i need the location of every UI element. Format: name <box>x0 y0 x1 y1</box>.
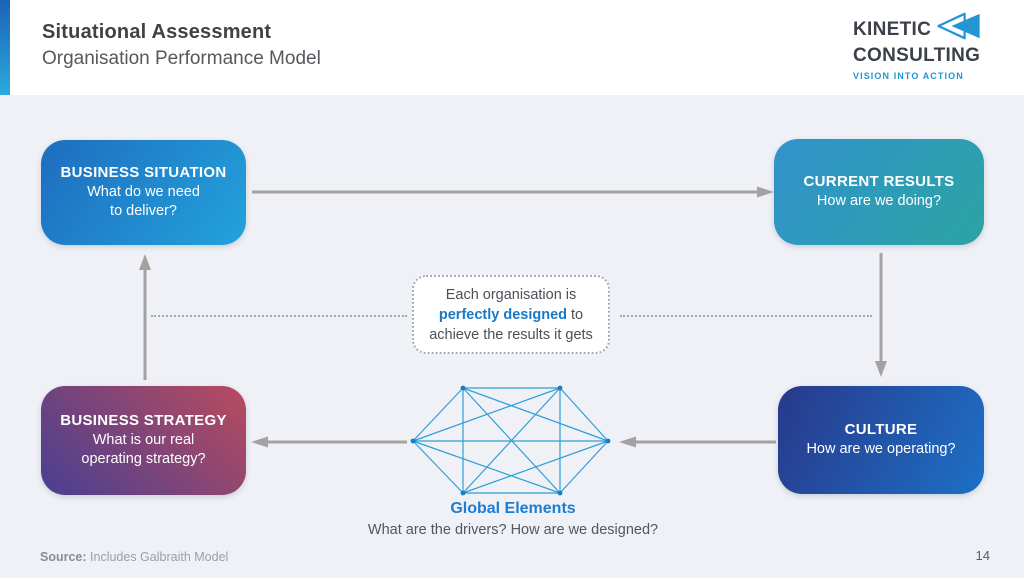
page-subtitle: Organisation Performance Model <box>42 48 321 69</box>
box-text-line: operating strategy? <box>81 451 206 467</box>
page-number: 14 <box>975 548 990 563</box>
page-title: Situational Assessment <box>42 21 272 43</box>
global-elements-network-diagram <box>410 385 611 496</box>
logo-name-line2: CONSULTING <box>853 45 981 66</box>
box-text-line: What is our real <box>92 432 195 448</box>
center-note: Each organisation is perfectly designed … <box>412 275 610 354</box>
source-label: Source: <box>40 550 87 564</box>
header: Situational Assessment Organisation Perf… <box>0 0 1024 95</box>
box-text-line: How are we operating? <box>806 441 956 457</box>
dotted-connector-right <box>620 315 872 317</box>
arrow-strategy-to-situation <box>139 254 151 380</box>
center-note-line1: Each organisation is <box>445 286 577 303</box>
box-text-line: How are we doing? <box>816 193 942 209</box>
box-current-results: CURRENT RESULTS How are we doing? <box>774 139 984 245</box>
box-text-line: What do we need <box>87 184 200 200</box>
arrow-results-to-culture <box>875 253 887 377</box>
source-note: Source: Includes Galbraith Model <box>40 550 228 564</box>
box-text-line: to deliver? <box>110 203 177 219</box>
logo-tagline: VISION INTO ACTION <box>853 71 964 81</box>
box-business-strategy: BUSINESS STRATEGY What is our real opera… <box>41 386 246 495</box>
box-culture: CULTURE How are we operating? <box>778 386 984 494</box>
logo-name-line1: KINETIC <box>853 18 932 40</box>
box-business-situation: BUSINESS SITUATION What do we need to de… <box>41 140 246 245</box>
box-title: BUSINESS STRATEGY <box>60 412 227 429</box>
header-accent-bar <box>0 0 10 95</box>
arrow-global-elements-to-strategy <box>251 436 407 448</box>
center-note-highlight: perfectly designed <box>438 306 567 323</box>
dotted-connector-left <box>151 315 407 317</box>
center-note-line3: achieve the results it gets <box>429 326 593 343</box>
global-elements-caption: What are the drivers? How are we designe… <box>367 522 659 538</box>
box-title: CURRENT RESULTS <box>803 173 955 190</box>
arrow-culture-to-global-elements <box>619 436 776 448</box>
global-elements-label: Global Elements <box>450 500 576 517</box>
center-note-after-highlight: to <box>567 306 584 323</box>
arrow-situation-to-results <box>252 186 774 198</box>
source-text: Includes Galbraith Model <box>90 550 229 564</box>
box-title: BUSINESS SITUATION <box>60 164 227 181</box>
box-title: CULTURE <box>844 421 918 438</box>
company-logo: KINETIC CONSULTING VISION INTO ACTION <box>853 11 993 81</box>
bowtie-icon <box>936 11 982 46</box>
